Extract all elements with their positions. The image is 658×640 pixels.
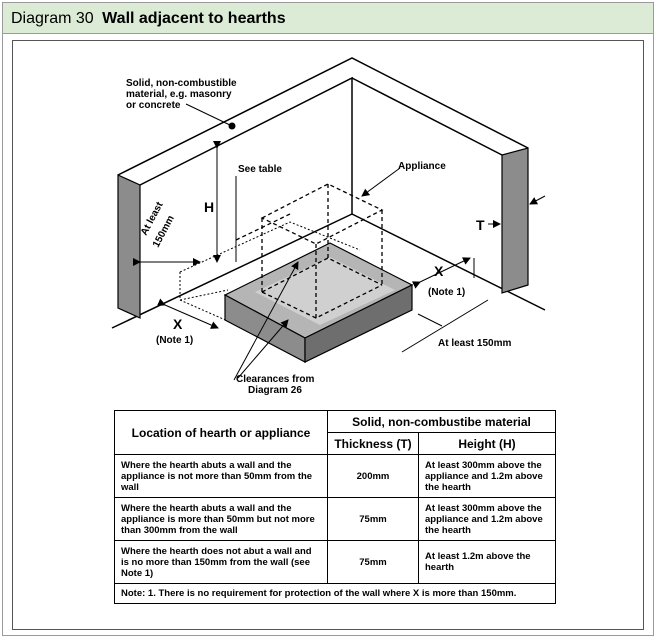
hearth xyxy=(223,242,414,363)
at-least-150-label: At least 150mm xyxy=(438,338,511,349)
material-callout-dot xyxy=(228,122,236,130)
see-table-label: See table xyxy=(238,164,282,175)
clearances-label-1: Clearances from xyxy=(236,374,314,385)
row-thickness: 200mm xyxy=(327,454,419,498)
row-height: At least 300mm above the appliance and 1… xyxy=(418,497,556,541)
figure-name: Wall adjacent to hearths xyxy=(102,10,286,27)
row-location: Where the hearth abuts a wall and the ap… xyxy=(114,497,328,541)
figure-title-bar: Diagram 30 Wall adjacent to hearths xyxy=(3,3,653,34)
table-subheader-row: Thickness (T) Height (H) xyxy=(115,432,556,455)
clearances-label-2: Diagram 26 xyxy=(248,385,302,396)
height-header: Height (H) xyxy=(418,432,556,455)
table-header-row: Location of hearth or appliance Solid, n… xyxy=(114,410,556,455)
row-height: At least 1.2m above the hearth xyxy=(418,540,556,584)
appliance-label: Appliance xyxy=(398,161,446,172)
table-row: Where the hearth does not abut a wall an… xyxy=(114,540,556,584)
row-location: Where the hearth abuts a wall and the ap… xyxy=(114,454,328,498)
dimension-lines xyxy=(133,141,546,353)
t-dimension-label: T xyxy=(476,217,485,233)
location-header: Location of hearth or appliance xyxy=(114,410,328,455)
row-thickness: 75mm xyxy=(327,497,419,541)
leader-lines xyxy=(185,103,401,381)
row-height: At least 300mm above the appliance and 1… xyxy=(418,454,556,498)
table-row: Where the hearth abuts a wall and the ap… xyxy=(114,454,556,498)
note1-left-label: (Note 1) xyxy=(156,335,193,346)
h-dimension-label: H xyxy=(204,199,214,215)
right-wall-end xyxy=(501,147,529,294)
figure-number: Diagram 30 xyxy=(11,10,94,27)
material-label-3: or concrete xyxy=(126,100,181,111)
table-note-row: Note: 1. There is no requirement for pro… xyxy=(114,583,556,604)
appliance-box xyxy=(235,183,384,319)
material-group-header: Solid, non-combustibe material xyxy=(327,410,556,433)
x-left-label: X xyxy=(173,316,183,332)
thickness-header: Thickness (T) xyxy=(327,432,419,455)
row-thickness: 75mm xyxy=(327,540,419,584)
diagram-content-box xyxy=(12,40,644,630)
material-label-1: Solid, non-combustible xyxy=(126,78,237,89)
left-wall-end xyxy=(117,174,141,319)
figure-title: Diagram 30 Wall adjacent to hearths xyxy=(11,10,286,28)
material-label-2: material, e.g. masonry xyxy=(126,89,232,100)
table-row: Where the hearth abuts a wall and the ap… xyxy=(114,497,556,541)
note1-right-label: (Note 1) xyxy=(428,287,465,298)
row-location: Where the hearth does not abut a wall an… xyxy=(114,540,328,584)
wall-outline xyxy=(117,57,529,214)
table-note: Note: 1. There is no requirement for pro… xyxy=(114,583,556,604)
x-right-label: X xyxy=(434,263,444,279)
wall-requirements-table: Location of hearth or appliance Solid, n… xyxy=(114,410,556,604)
